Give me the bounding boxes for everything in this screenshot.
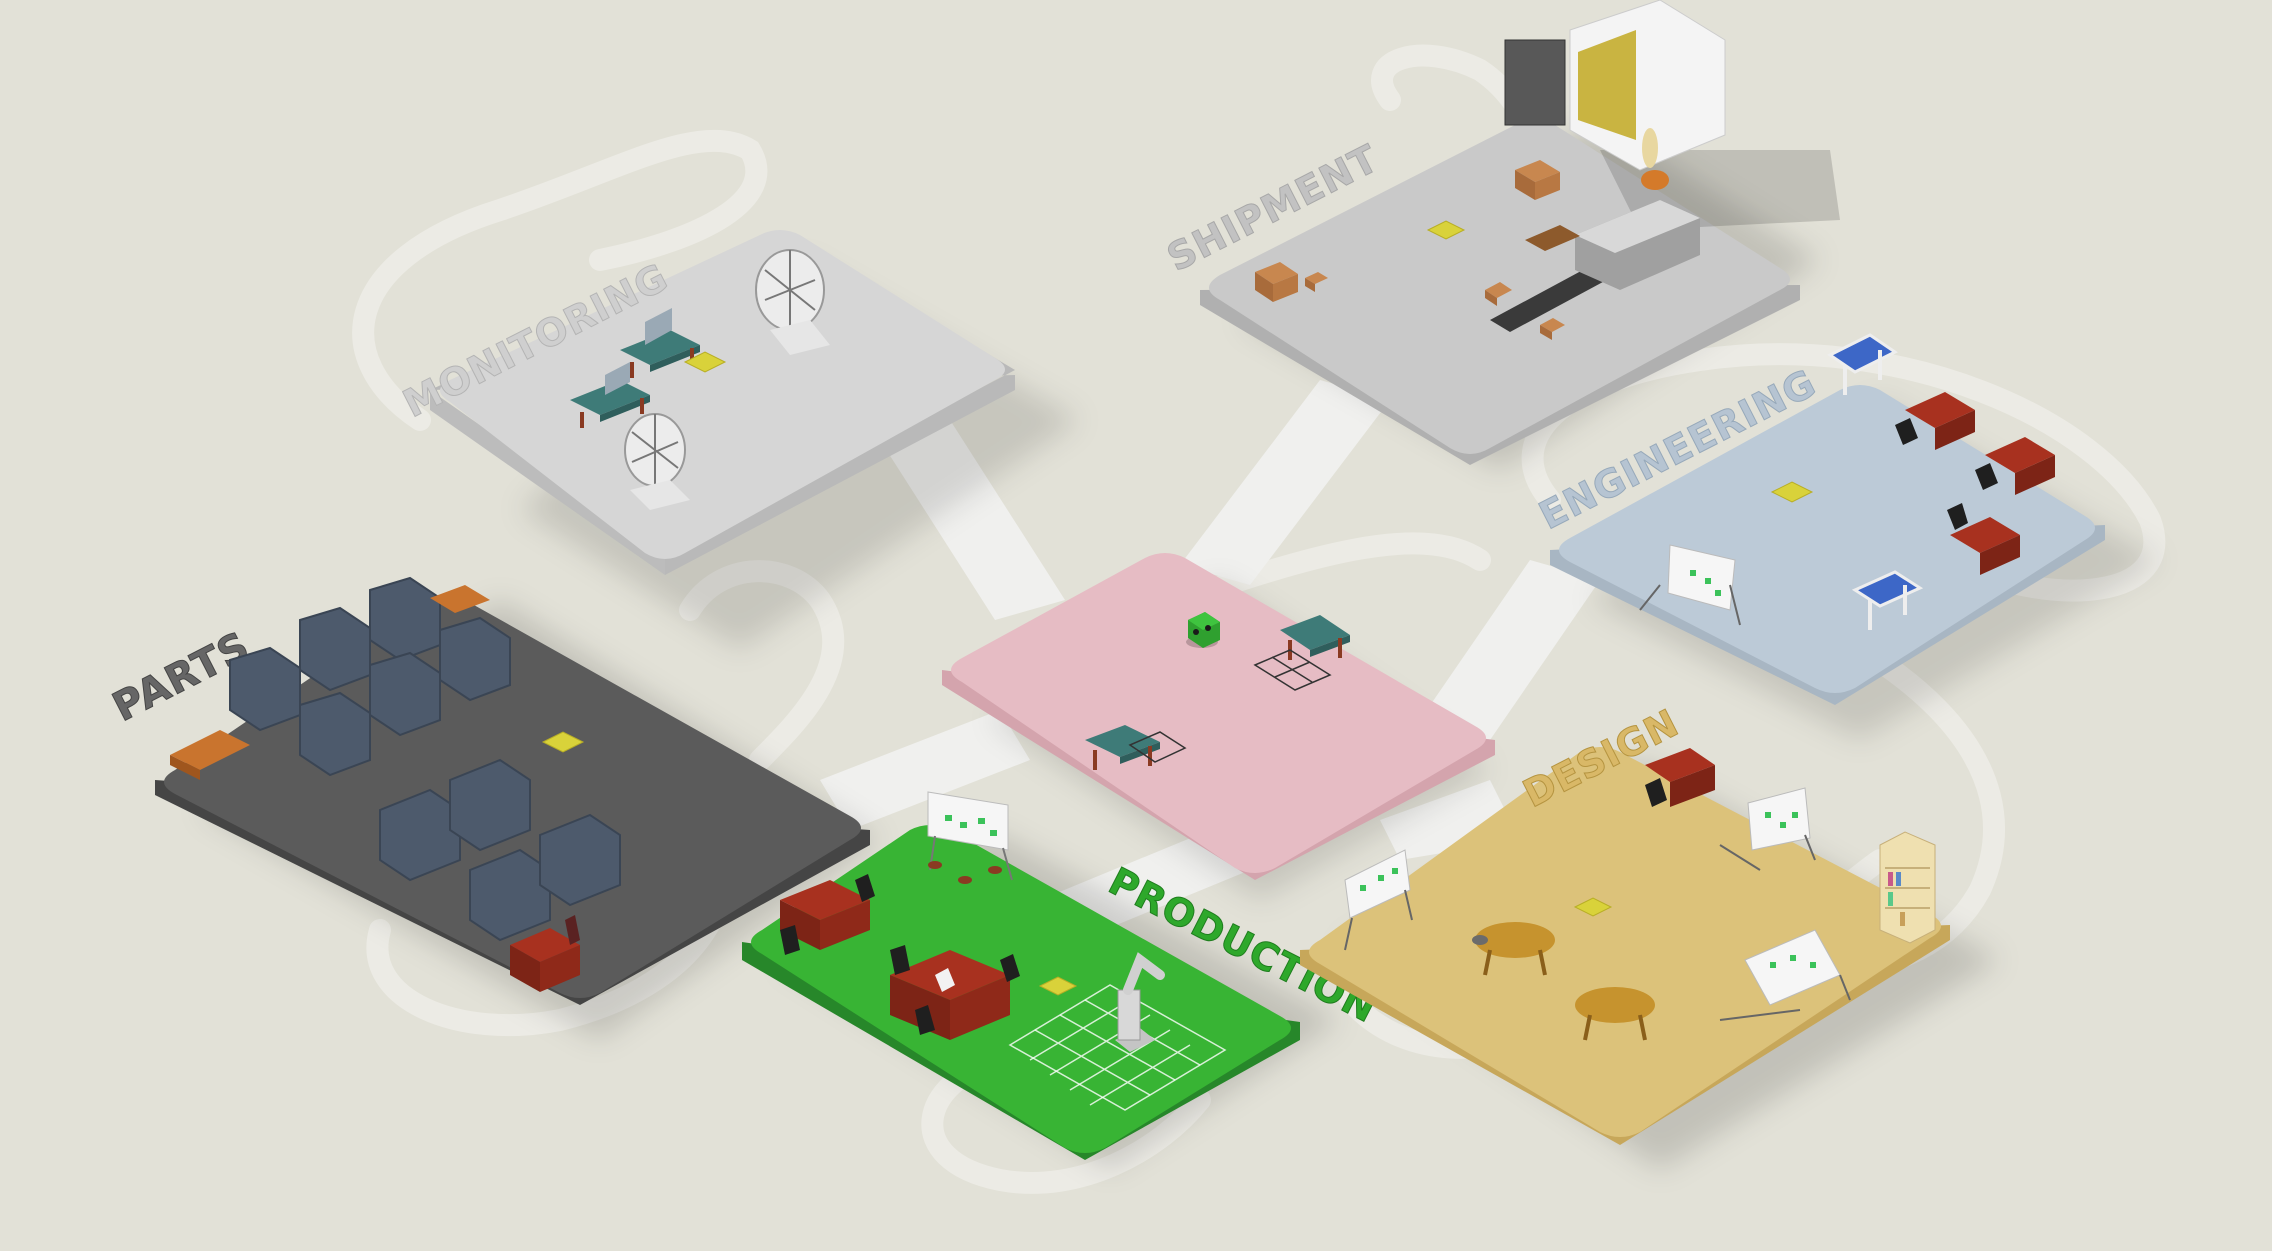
- blueprint-table: [1827, 333, 1898, 395]
- goal-marker: [683, 351, 727, 373]
- teal-table: [1085, 725, 1187, 770]
- bridge-parts: [820, 710, 1030, 830]
- computer-desk: [620, 308, 700, 378]
- platform-monitoring-side: [430, 390, 665, 575]
- zone-hub: [942, 553, 1495, 900]
- office-desk: [510, 915, 580, 992]
- round-table: [1575, 987, 1655, 1041]
- storage-shelves: [229, 576, 621, 942]
- platform-hub: [951, 553, 1486, 873]
- stools: [928, 861, 1002, 884]
- bridge-engineering: [1420, 560, 1600, 740]
- platform-production: [751, 825, 1291, 1153]
- whiteboard-icon: [1344, 849, 1413, 951]
- green-robot-agent-icon[interactable]: [1186, 612, 1220, 648]
- satellite-dish-icon: [624, 413, 690, 510]
- platform-monitoring: [440, 230, 1005, 559]
- goal-marker: [1426, 220, 1466, 240]
- zone-parts: PARTS: [105, 576, 880, 1040]
- platform-design: [1309, 747, 1941, 1137]
- goal-marker: [1038, 976, 1078, 996]
- goal-marker: [541, 731, 585, 753]
- computer-desk: [570, 362, 650, 428]
- blueprint-table: [1851, 570, 1924, 630]
- bookshelf-icon: [1879, 831, 1936, 944]
- robot-arm-icon: [1115, 952, 1165, 1052]
- office-desk: [780, 874, 875, 955]
- whiteboard-icon: [1719, 929, 1851, 1021]
- whiteboard-icon: [927, 791, 1013, 881]
- goal-marker: [1770, 481, 1814, 503]
- wooden-pallet: [170, 585, 490, 780]
- office-desk: [890, 945, 1020, 1040]
- conveyor-belt-icon: [1490, 200, 1700, 332]
- platform-engineering: [1559, 385, 2095, 693]
- satellite-dish-icon: [755, 249, 830, 355]
- zone-shipment: SHIPMENT: [1160, 0, 1840, 470]
- teal-table: [1253, 615, 1350, 691]
- office-desk: [1895, 392, 1975, 450]
- office-desk: [1645, 748, 1715, 807]
- goal-marker: [1573, 897, 1613, 917]
- whiteboard-icon: [1639, 544, 1741, 626]
- whiteboard-icon: [1719, 787, 1816, 871]
- office-desk: [1975, 437, 2055, 495]
- round-table: [1472, 922, 1555, 976]
- zone-engineering: ENGINEERING: [1532, 333, 2160, 740]
- cardboard-boxes: [1255, 160, 1580, 340]
- bridge-shipment: [1180, 380, 1390, 585]
- office-desk: [1947, 503, 2020, 575]
